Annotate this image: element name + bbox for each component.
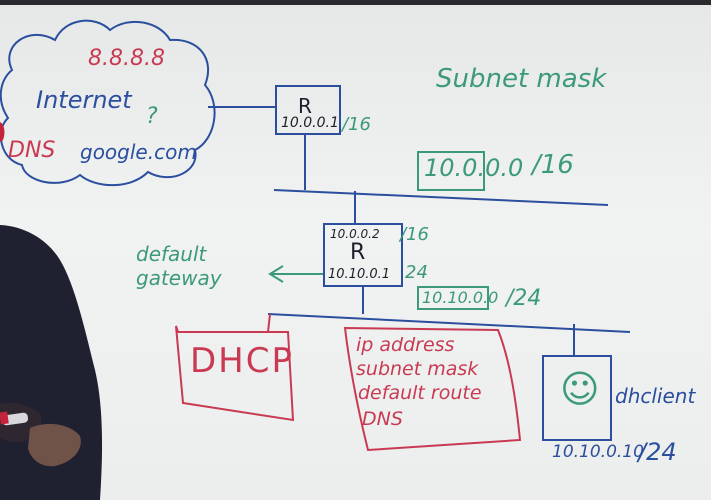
mid-router-upper-prefix: /16 — [400, 224, 429, 245]
top-router-box — [275, 85, 341, 135]
offer-item-dns: DNS — [362, 408, 403, 430]
default-gateway-line1: default — [136, 242, 207, 266]
board-top-edge — [0, 0, 711, 5]
mid-router-lower-prefix: 24 — [405, 262, 428, 283]
subnet-mask-label: Subnet mask — [436, 64, 607, 94]
default-gateway-line2: gateway — [136, 266, 222, 290]
client-prefix: /24 — [638, 438, 677, 466]
offer-item-mask: subnet mask — [356, 358, 479, 380]
client-name: dhclient — [615, 384, 696, 408]
gateway-arrowhead — [268, 265, 284, 283]
internet-cloud-outline — [0, 19, 216, 187]
upper-network-prefix: /16 — [532, 150, 574, 180]
internet-label: Internet — [36, 86, 132, 114]
top-router-ip: 10.0.0.1 — [281, 115, 339, 131]
dhcp-link — [267, 313, 271, 333]
client-ip: 10.10.0.10 — [552, 442, 644, 462]
top-router-letter: R — [298, 94, 312, 118]
upper-network-box — [417, 151, 485, 191]
mid-router-upper-ip: 10.0.0.2 — [330, 227, 380, 241]
dhcp-server-box — [175, 325, 295, 422]
offer-item-route: default route — [358, 382, 482, 404]
question-mark: ? — [146, 104, 158, 129]
lower-network-bus — [267, 313, 631, 333]
lower-network-prefix: /24 — [506, 286, 542, 311]
dns-label: DNS — [8, 138, 56, 163]
dns-ip-label: 8.8.8.8 — [88, 46, 165, 71]
upper-network-address: 10.0.0.0 — [424, 154, 524, 182]
offer-item-ip: ip address — [356, 334, 455, 356]
client-box — [542, 355, 612, 441]
presenter-hand-right — [28, 423, 81, 467]
dhcp-offer-box — [343, 326, 522, 452]
red-object-edge — [0, 122, 5, 142]
upper-network-bus — [273, 189, 609, 206]
mid-router-letter: R — [350, 240, 366, 265]
marker-cap — [0, 411, 9, 425]
lower-network-address: 10.10.0.0 — [422, 288, 499, 307]
top-router-prefix: /16 — [342, 114, 371, 135]
mid-router-lower-ip: 10.10.0.1 — [328, 267, 391, 282]
client-smiley-icon: ☺ — [560, 367, 600, 411]
lower-network-box — [417, 286, 489, 310]
dhcp-label: DHCP — [190, 341, 294, 381]
domain-label: google.com — [80, 140, 197, 164]
